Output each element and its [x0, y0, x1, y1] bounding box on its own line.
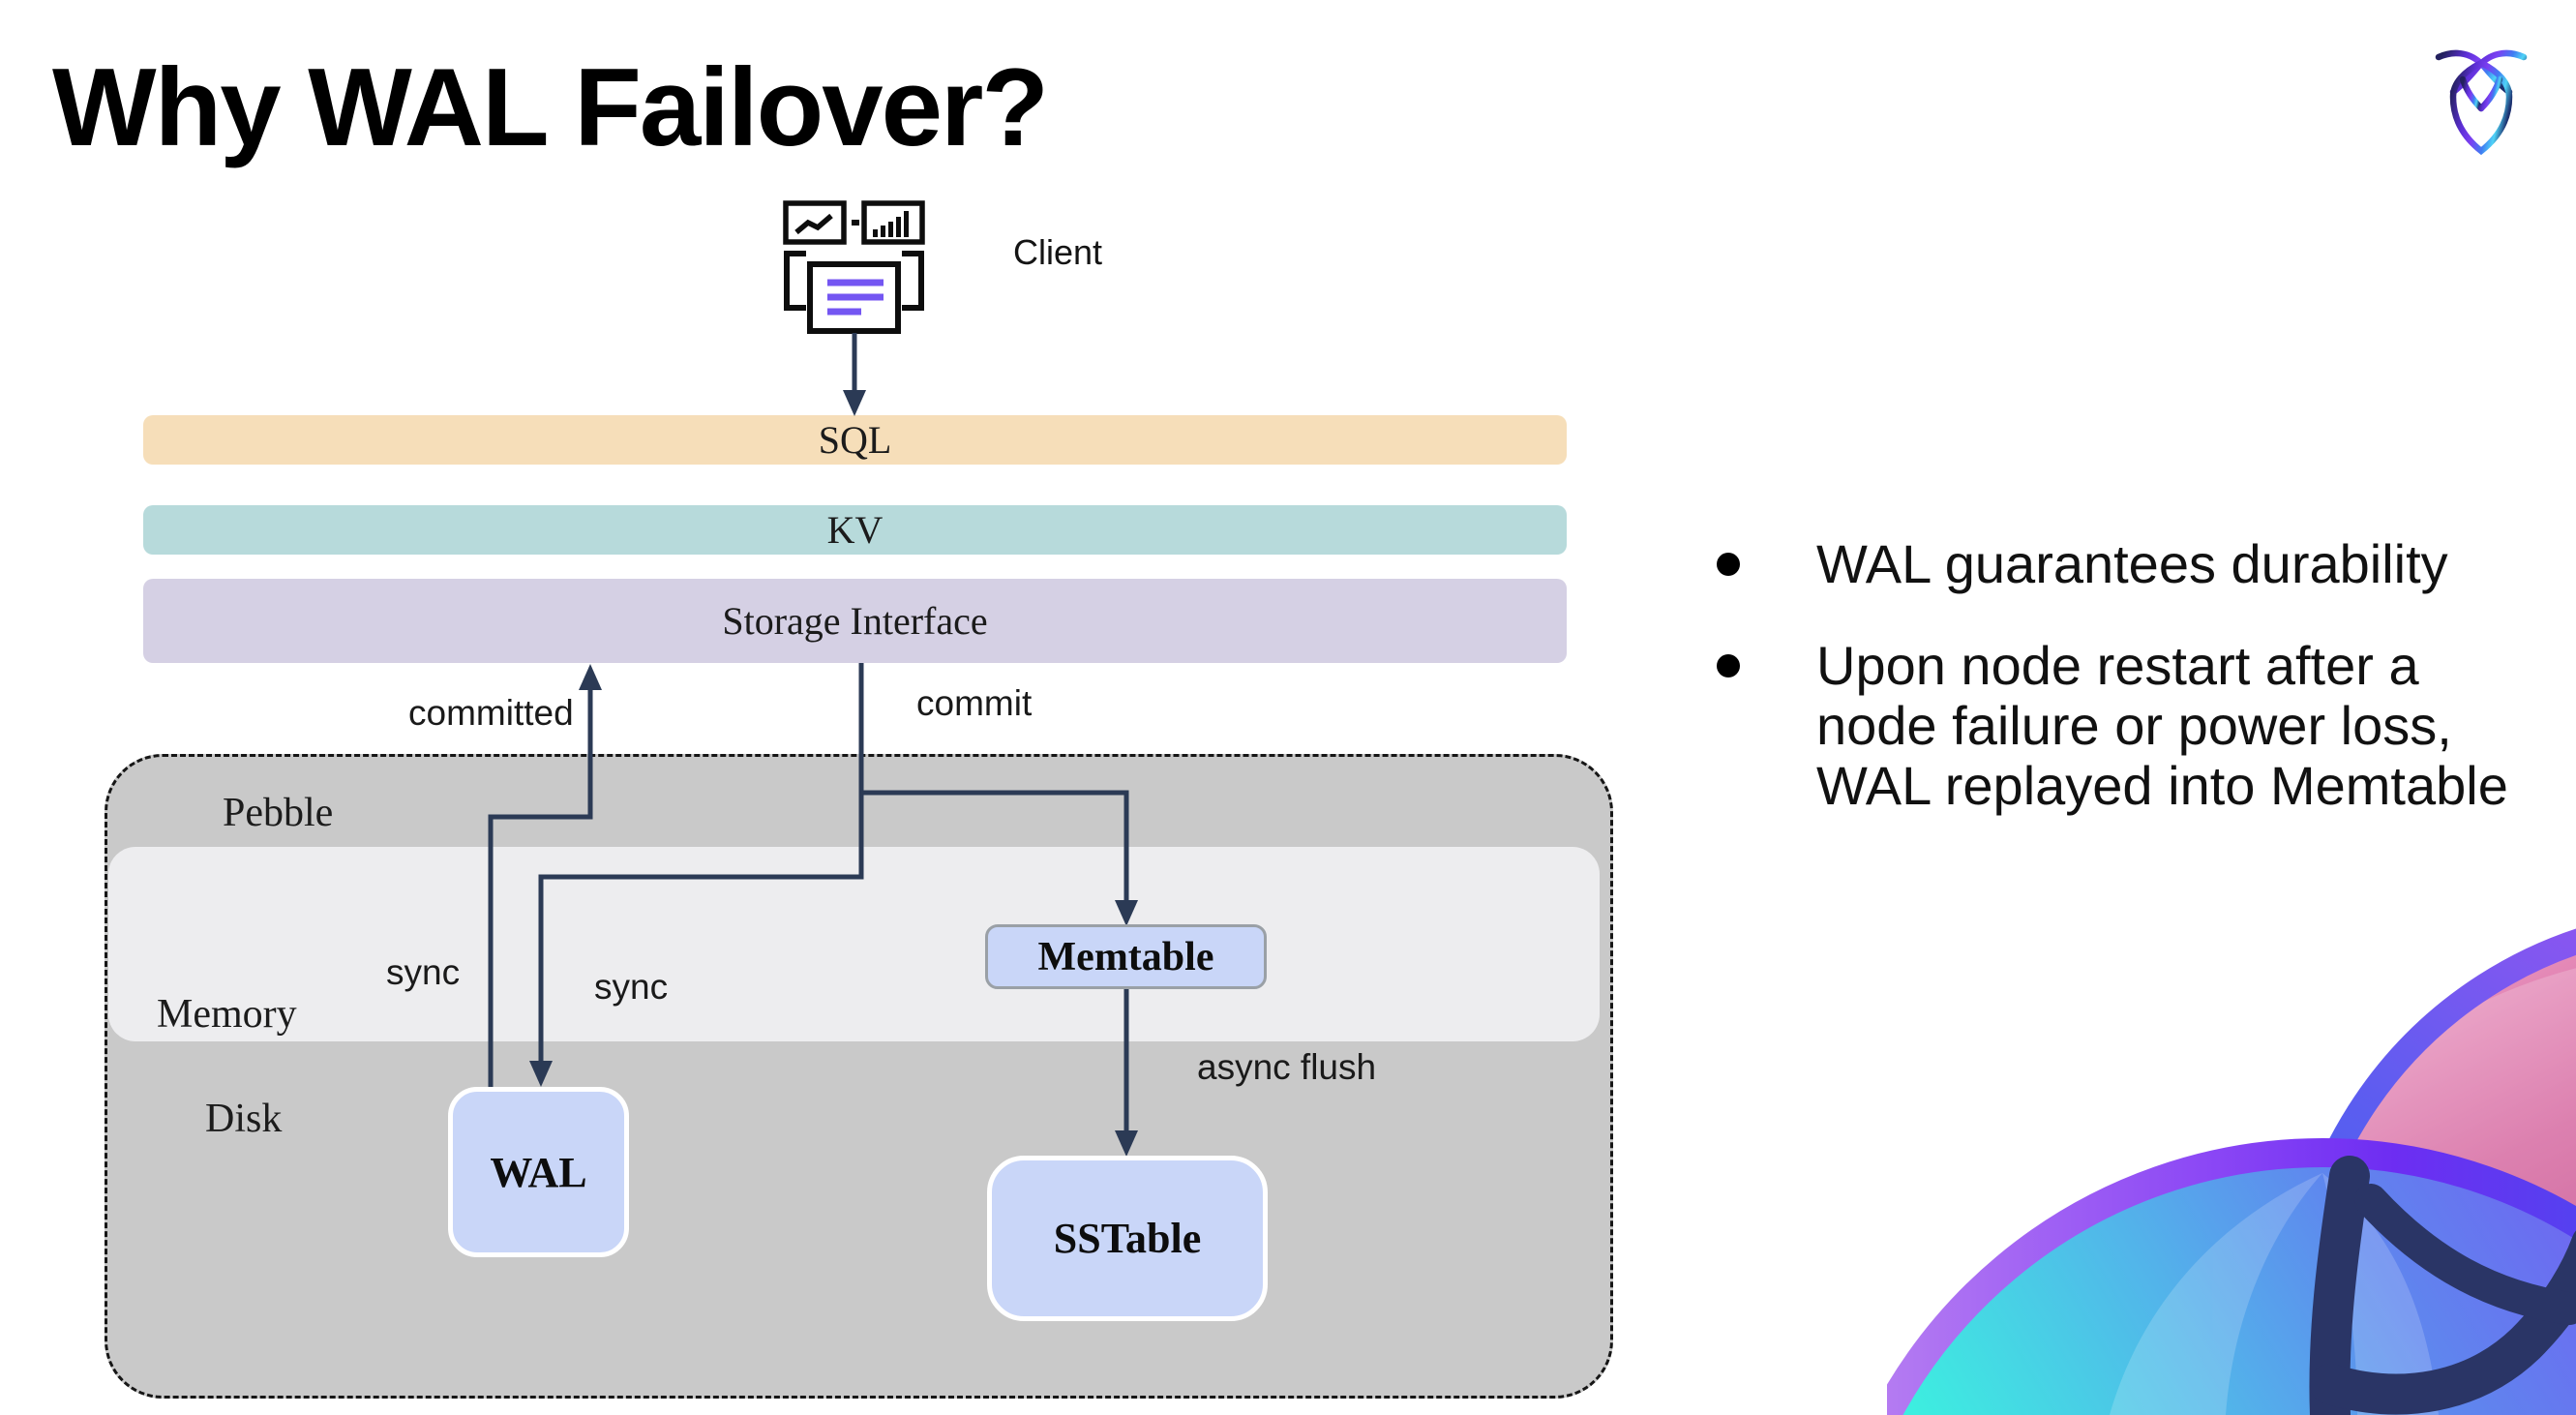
edge-label-commit: commit: [916, 683, 1033, 723]
layer-storage-label: Storage Interface: [722, 599, 988, 643]
layer-sql-label: SQL: [818, 418, 892, 462]
bullet-item: Upon node restart after a node failure o…: [1705, 636, 2532, 816]
memory-region: [108, 847, 1600, 1041]
edge-label-committed: committed: [408, 693, 574, 733]
document-text-lines: [827, 279, 884, 316]
layer-kv-label: KV: [826, 508, 884, 552]
bar-chart-bars: [873, 211, 909, 237]
wal-label: WAL: [490, 1148, 587, 1196]
cockroach-brand-art: [1887, 928, 2576, 1415]
cockroachdb-logo-icon: [2435, 49, 2528, 156]
art-blue-edge-arc: [1887, 1137, 2576, 1415]
layer-sql: SQL: [143, 415, 1567, 465]
bracket-icons: [784, 251, 924, 311]
client-label: Client: [1013, 232, 1103, 272]
memtable-node: Memtable: [985, 924, 1267, 989]
wal-node: WAL: [448, 1087, 629, 1257]
bullet-item: WAL guarantees durability: [1705, 534, 2532, 594]
line-chart-icon: [783, 200, 847, 245]
client-icon: [783, 200, 925, 334]
bar-chart-icon: [861, 200, 925, 245]
art-body-strokes: [2309, 1156, 2576, 1415]
pebble-label: Pebble: [223, 791, 334, 835]
memory-label: Memory: [157, 992, 297, 1037]
arrowhead-into-storage: [579, 664, 602, 690]
disk-label: Disk: [205, 1097, 283, 1141]
sstable-node: SSTable: [987, 1156, 1268, 1321]
arrowhead-into-sql: [843, 390, 866, 416]
layer-storage-interface: Storage Interface: [143, 579, 1567, 663]
layer-kv: KV: [143, 505, 1567, 555]
bullet-list: WAL guarantees durability Upon node rest…: [1705, 534, 2532, 858]
page-title: Why WAL Failover?: [52, 46, 1049, 169]
edge-label-sync-down: sync: [594, 967, 669, 1007]
sstable-label: SSTable: [1053, 1215, 1202, 1262]
memtable-label: Memtable: [1037, 934, 1214, 979]
edge-label-async-flush: async flush: [1197, 1047, 1377, 1087]
edge-label-sync-up: sync: [386, 952, 461, 992]
